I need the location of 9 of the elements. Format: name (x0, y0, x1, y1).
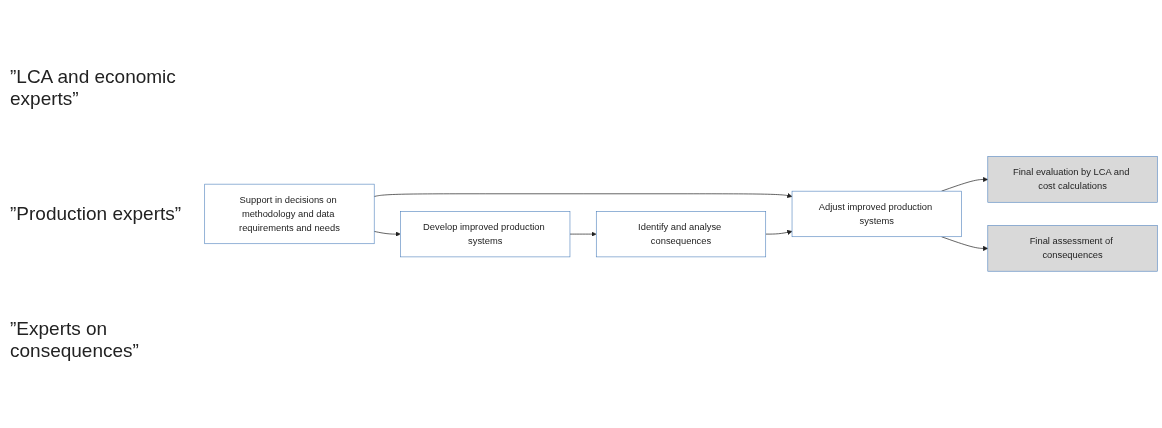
node-box: Support in decisions on methodology and data requirements and needs (204, 183, 375, 245)
node-box: Final evaluation by LCA and cost calculations (987, 156, 1158, 203)
node-box: Final assessment of consequences (987, 225, 1158, 272)
node-box: Adjust improved production systems (791, 190, 962, 238)
row-label: ”Production experts” (10, 203, 183, 225)
node-box: Develop improved production systems (400, 211, 571, 258)
row-label: ”LCA and economic experts” (10, 66, 177, 111)
node-box: Identify and analyse consequences (595, 211, 767, 258)
row-label: ”Experts on consequences” (10, 317, 140, 362)
